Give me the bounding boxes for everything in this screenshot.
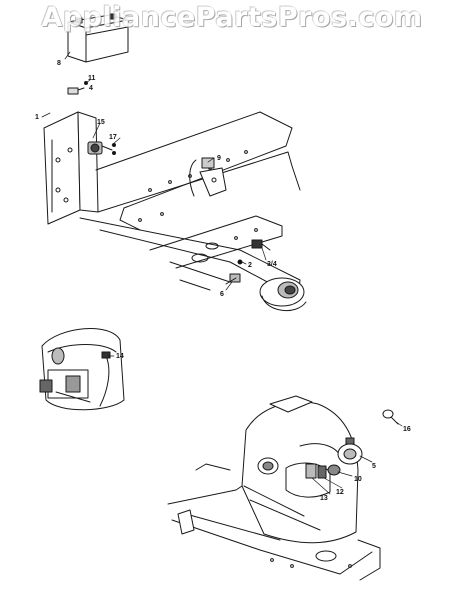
- callout-17: 17: [109, 134, 117, 141]
- callout-3-4: 3/4: [267, 261, 277, 268]
- ignition-switch-5[interactable]: [337, 437, 363, 465]
- battery-hardware[interactable]: [67, 81, 88, 95]
- tractor-frame: [43, 111, 301, 301]
- callout-15: 15: [97, 119, 105, 126]
- callout-labels: 8 11 4 1 15 17 9 2 3/4 6 14 16 5 10 12 1…: [35, 60, 411, 502]
- callout-1: 1: [35, 114, 39, 121]
- callout-16: 16: [403, 426, 411, 433]
- callout-9: 9: [217, 155, 221, 162]
- engine-detail: [39, 328, 125, 411]
- callout-8: 8: [57, 60, 61, 67]
- battery[interactable]: [67, 13, 129, 63]
- solenoid[interactable]: [87, 141, 116, 155]
- callout-13: 13: [320, 495, 328, 502]
- callout-12: 12: [336, 489, 344, 496]
- dash-panel: [241, 395, 359, 544]
- switch-12-13[interactable]: [305, 463, 327, 479]
- callout-5: 5: [372, 463, 376, 470]
- lower-chassis: [167, 463, 381, 581]
- seat-switch-harness[interactable]: [189, 157, 227, 197]
- engine-wire-14[interactable]: [99, 351, 111, 407]
- callout-11: 11: [88, 75, 96, 82]
- callout-4: 4: [89, 85, 93, 92]
- leader-lines: [41, 51, 403, 495]
- switch-10[interactable]: [327, 464, 341, 476]
- callout-6: 6: [220, 291, 224, 298]
- callout-10: 10: [354, 476, 362, 483]
- starter-motor[interactable]: [259, 277, 307, 311]
- connector-3-4[interactable]: [251, 239, 271, 251]
- callout-2: 2: [248, 262, 252, 269]
- fastener-2[interactable]: [237, 259, 243, 265]
- fuel-component[interactable]: [225, 273, 241, 285]
- callout-14: 14: [116, 353, 124, 360]
